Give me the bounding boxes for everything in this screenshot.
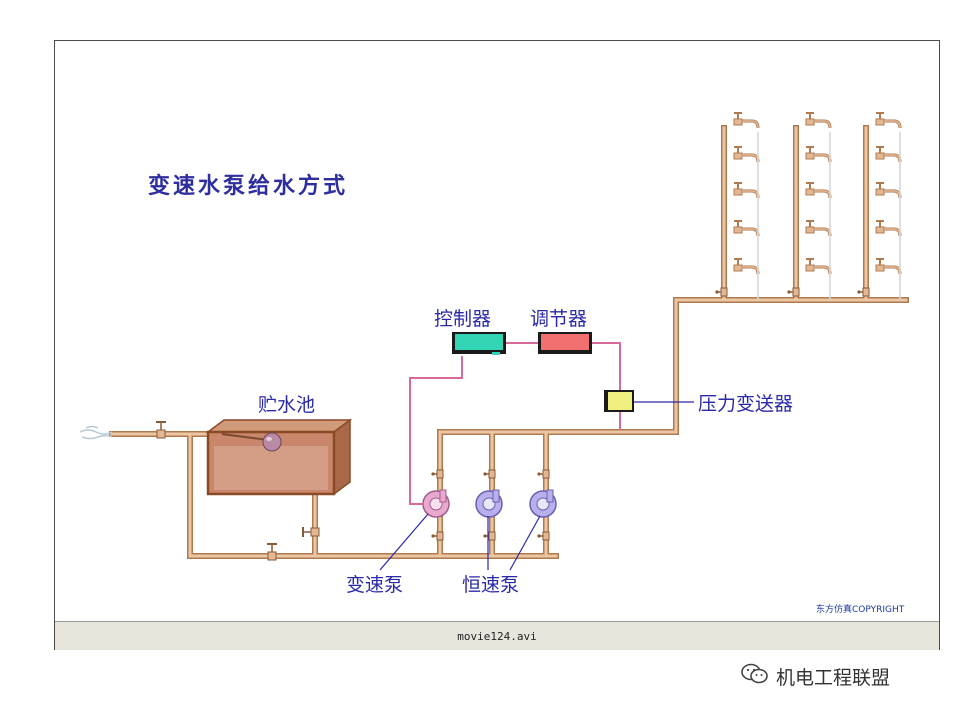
constant-speed-pump-1-icon [475, 489, 503, 518]
inlet-water-spray [79, 425, 113, 440]
variable-speed-pump-icon [422, 489, 450, 518]
regulator-label: 调节器 [530, 308, 588, 330]
pressure-transmitter-box [604, 390, 634, 412]
storage-tank [205, 418, 353, 496]
pump-leader-lines [379, 513, 541, 571]
regulator-box [538, 332, 592, 354]
diagram-title: 变速水泵给水方式 [148, 174, 349, 199]
inlet-valve-icon [156, 421, 166, 439]
video-filename: movie124.avi [457, 629, 537, 643]
copyright-text: 东方仿真COPYRIGHT [816, 605, 905, 615]
variable-speed-pump-label: 变速泵 [346, 574, 404, 596]
wechat-icon [740, 662, 770, 690]
signal-wires [409, 342, 621, 505]
controller-box [452, 332, 506, 355]
bypass-valve-icon [267, 543, 277, 561]
controller-label: 控制器 [434, 308, 492, 330]
watermark-text: 机电工程联盟 [776, 666, 891, 689]
constant-speed-pump-label: 恒速泵 [462, 574, 520, 596]
pressure-transmitter-label: 压力变送器 [698, 393, 794, 415]
water-streams [757, 132, 901, 300]
constant-speed-pump-2-icon [529, 489, 557, 518]
riser-valves [714, 287, 870, 297]
watermark: 机电工程联盟 [740, 662, 890, 690]
player-status-bar: movie124.avi [55, 621, 939, 650]
tank-outlet-valve-icon [302, 527, 320, 537]
storage-tank-label: 贮水池 [258, 394, 316, 416]
